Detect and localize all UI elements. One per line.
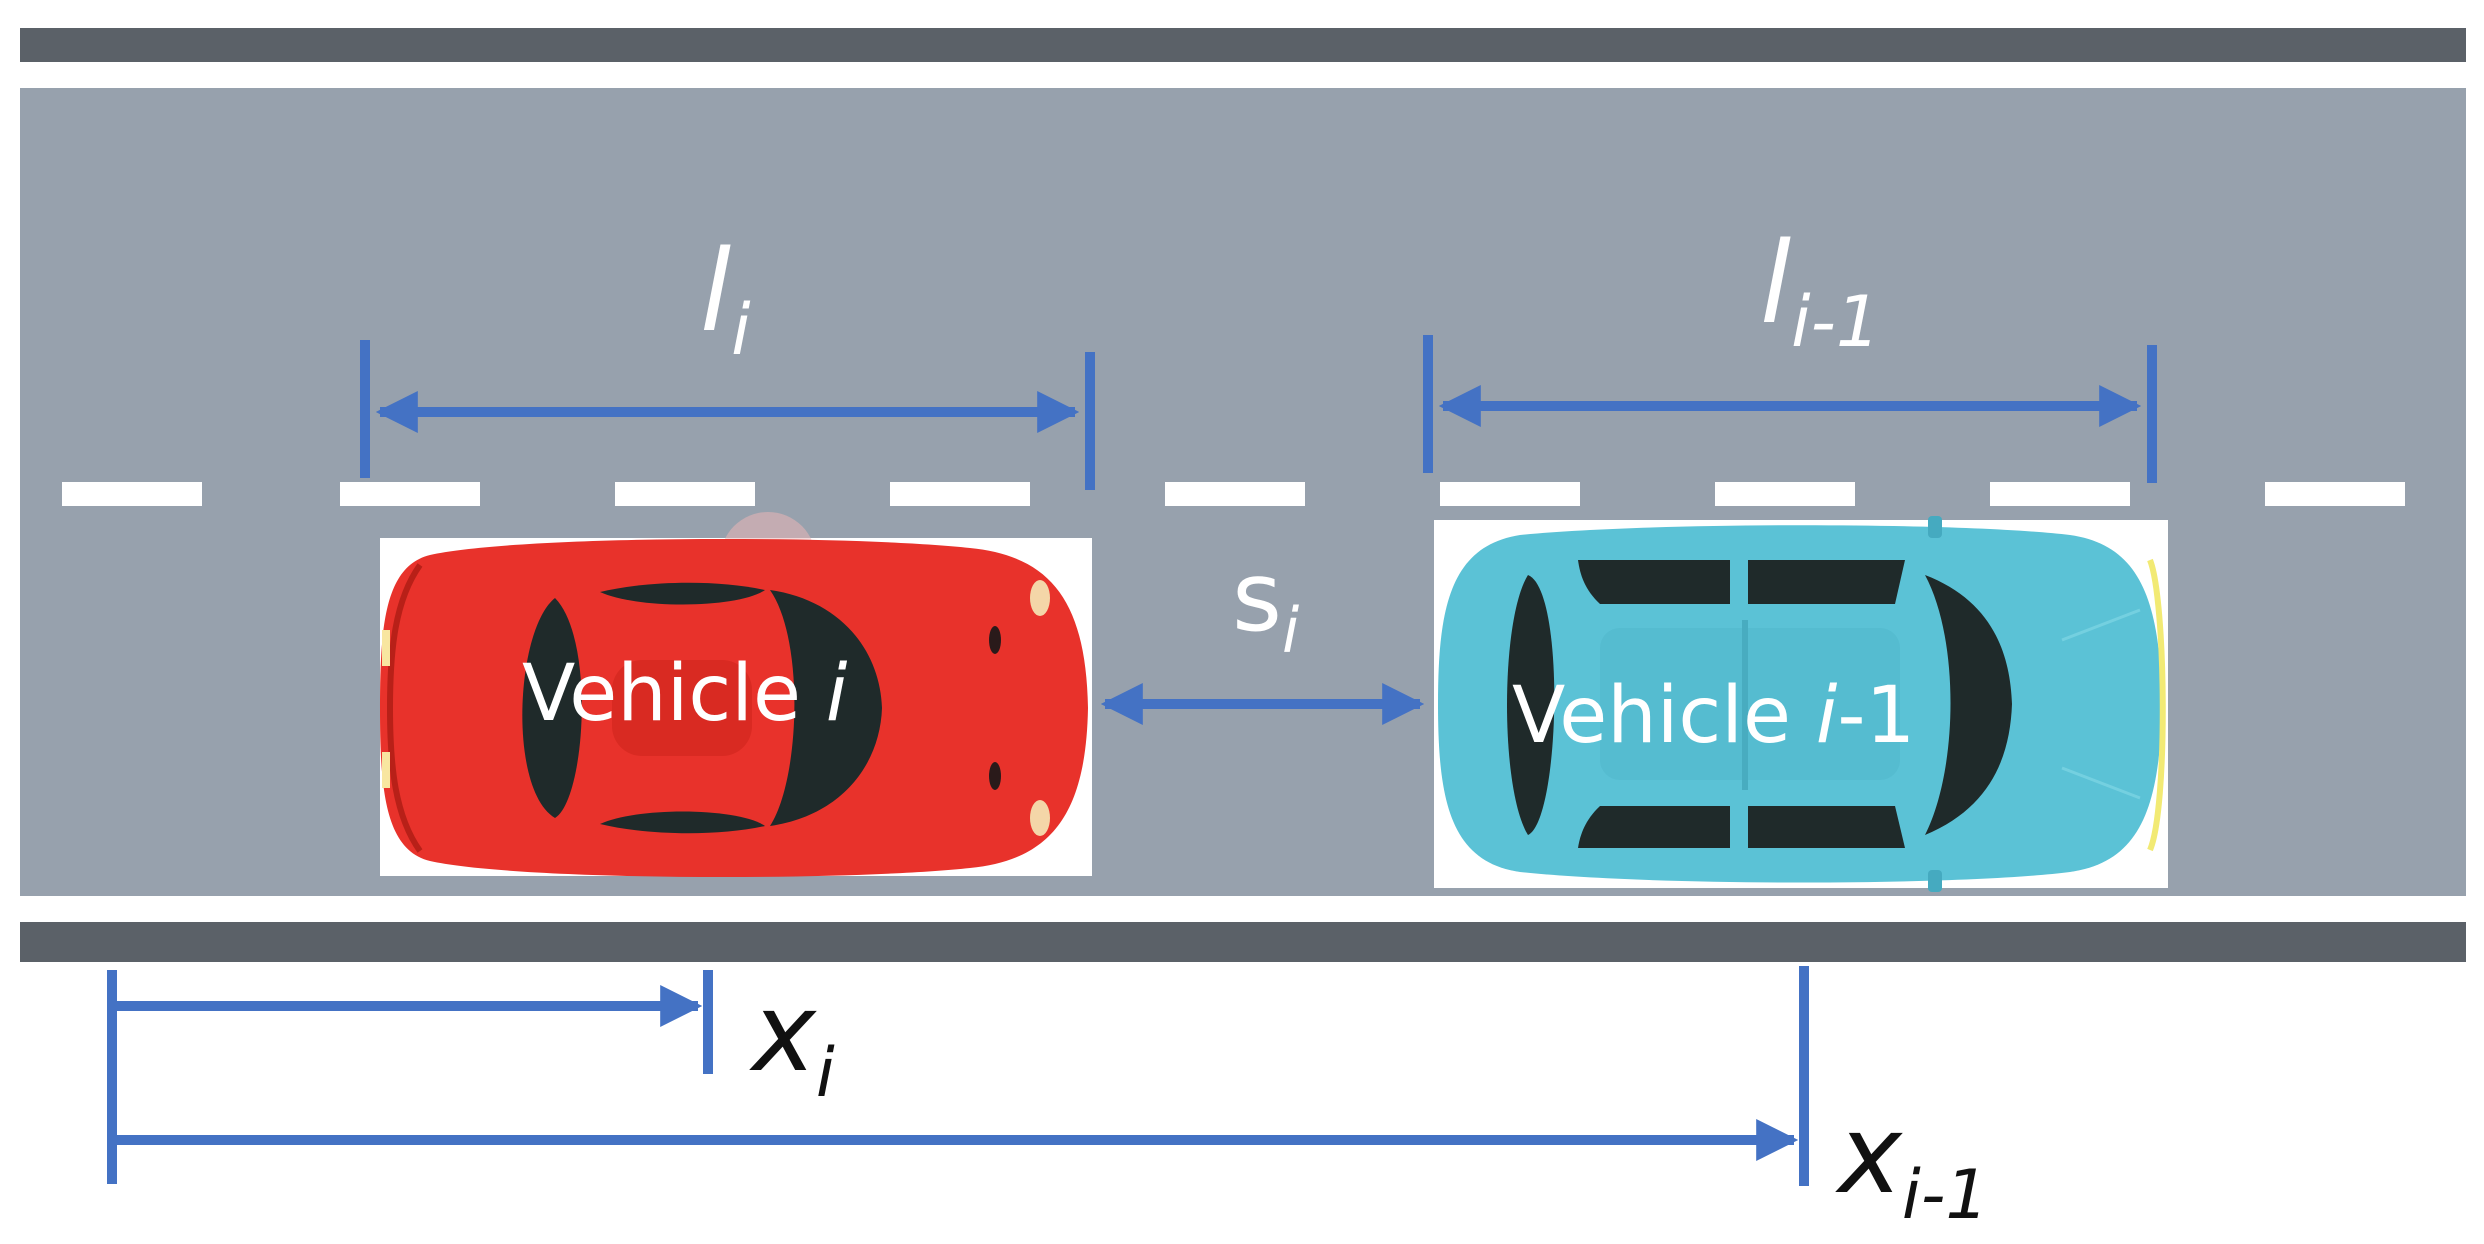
vehicle-i-car <box>380 512 1092 878</box>
length-i-dimension <box>360 340 1095 490</box>
position-i-label-sub: i <box>816 1034 835 1113</box>
vehicle-prev-front-window <box>1925 575 2012 835</box>
position-i-dimension <box>107 970 713 1184</box>
vehicle-prev-label-index: i <box>1816 671 1838 761</box>
position-prev-label-base: x <box>1835 1093 1903 1218</box>
vehicle-prev-rear-window <box>1507 575 1555 835</box>
length-prev-label-sub: i-1 <box>1791 281 1880 363</box>
vehicle-prev-label-prefix: Vehicle <box>1512 671 1816 761</box>
lane-divider <box>62 482 2405 506</box>
length-i-label-base: l <box>700 227 731 357</box>
vehicle-prev-car <box>1434 516 2168 892</box>
vehicle-i-label: Vehicle i <box>522 649 848 739</box>
vehicle-i-label-prefix: Vehicle <box>522 649 826 739</box>
vehicle-i-rear-window <box>522 598 582 818</box>
position-prev-label-sub: i-1 <box>1902 1156 1989 1235</box>
length-i-label: li <box>700 227 751 371</box>
vehicle-prev-label: Vehicle i-1 <box>1512 671 1915 761</box>
vehicle-prev-label-suffix: -1 <box>1837 671 1915 761</box>
gap-label-base: s <box>1232 541 1282 653</box>
road-top-edge <box>20 28 2466 62</box>
vehicle-i-label-index: i <box>826 649 848 739</box>
road-bottom-edge <box>20 922 2466 962</box>
position-i-label: xi <box>749 971 835 1113</box>
position-i-label-base: x <box>749 971 817 1096</box>
length-prev-label-base: l <box>1760 219 1791 349</box>
length-i-label-sub: i <box>731 289 751 371</box>
gap-label-sub: i <box>1282 594 1299 667</box>
position-prev-label: xi-1 <box>1835 1093 1989 1235</box>
vehicle-i-front-window <box>770 590 882 826</box>
position-prev-dimension <box>117 966 1809 1186</box>
length-prev-dimension <box>1423 335 2157 483</box>
gap-label: si <box>1232 541 1299 667</box>
length-prev-label: li-1 <box>1760 219 1880 363</box>
